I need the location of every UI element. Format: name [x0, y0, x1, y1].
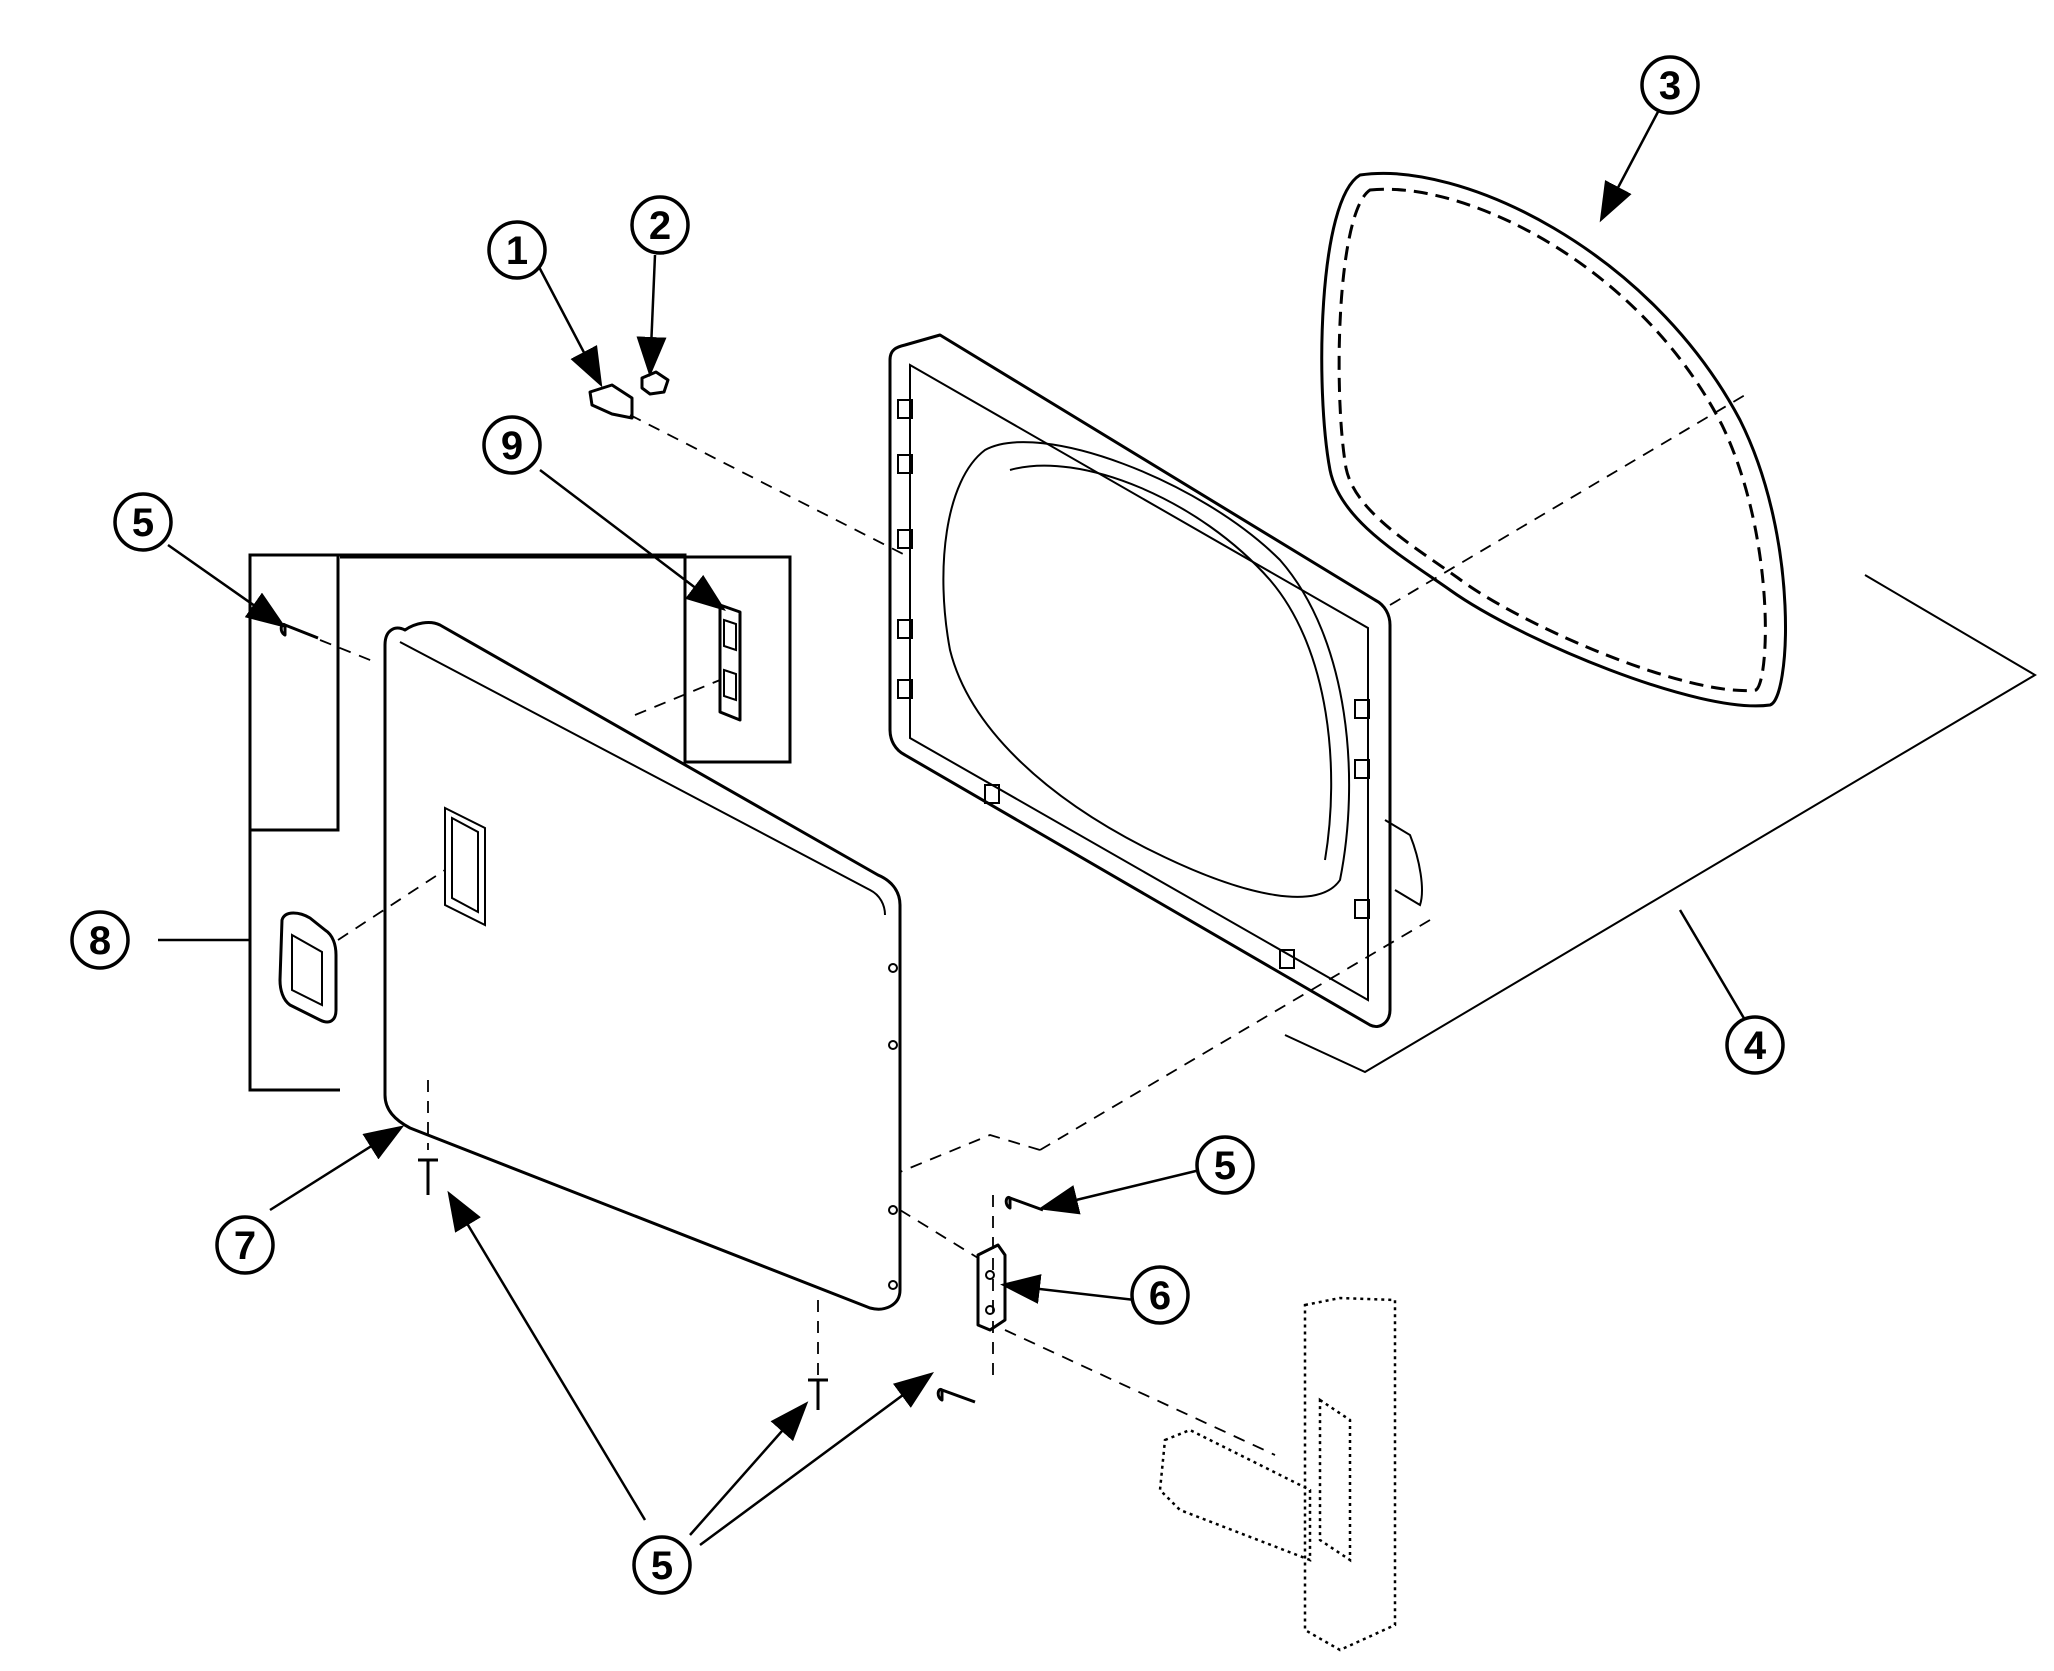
callout-9-label: 9: [501, 424, 523, 468]
callout-5b: 5: [1195, 1135, 1255, 1195]
callout-1-label: 1: [506, 229, 528, 273]
latch-strike-detail: [723, 618, 737, 702]
leader-lines: [158, 107, 1747, 1547]
outer-door-handle-recess: [444, 806, 486, 927]
door-frame-tabs: [897, 399, 1370, 969]
callout-2-label: 2: [649, 204, 671, 248]
latch-inset: [250, 553, 792, 832]
front-panel-outline: [1284, 574, 2037, 1074]
door-frame-inner-lip: [909, 363, 1369, 1002]
callout-8-label: 8: [89, 919, 111, 963]
cabinet-corner-brace: [1318, 1397, 1352, 1563]
door-frame-part: [888, 333, 1423, 1028]
door-seal-part: [1320, 171, 1787, 708]
strike-clip-part: [640, 370, 670, 396]
door-strike-parts: [588, 370, 670, 420]
callout-7-label: 7: [234, 1224, 256, 1268]
screw-hinge-top: [1004, 1195, 1044, 1212]
callout-5a: 5: [113, 492, 173, 552]
door-seal-outer: [1320, 171, 1787, 708]
callout-7: 7: [215, 1215, 275, 1275]
screw-top-left: [279, 622, 319, 640]
outer-door-part: [383, 621, 902, 1311]
door-window-bowl: [942, 441, 1351, 898]
callout-4-label: 4: [1744, 1024, 1767, 1068]
callout-9: 9: [482, 415, 542, 475]
hinge-part: [976, 1243, 1007, 1332]
door-handle-inner: [291, 933, 323, 1007]
outer-door-panel: [383, 621, 902, 1311]
door-handle-part: [278, 911, 338, 1024]
callout-1: 1: [487, 220, 547, 280]
door-seal-inner: [1337, 187, 1767, 693]
outer-door-handle-recess-inner: [451, 816, 479, 914]
cabinet-corner-base: [1158, 1428, 1312, 1562]
alignment-lines: [319, 394, 1746, 1456]
screw-hinge-bottom: [936, 1387, 976, 1404]
cabinet-reference: [1158, 1296, 1397, 1652]
door-frame-outline: [888, 333, 1392, 1028]
callout-2: 2: [630, 195, 690, 255]
callout-6: 6: [1130, 1265, 1190, 1325]
cabinet-upright: [1303, 1296, 1397, 1652]
door-window-inner: [1009, 464, 1333, 861]
callout-5b-label: 5: [1214, 1144, 1236, 1188]
door-frame-bracket: [1384, 819, 1423, 907]
latch-inset-frame: [250, 553, 340, 832]
callout-6-label: 6: [1149, 1274, 1171, 1318]
callout-3: 3: [1640, 55, 1700, 115]
callout-4: 4: [1725, 1015, 1785, 1075]
front-panel-part: [1284, 574, 2037, 1074]
hinge-leaf: [976, 1243, 1007, 1332]
outer-door-top-edge: [399, 641, 886, 916]
screw-bottom-left: [418, 1158, 438, 1195]
door-handle-inset: [248, 553, 340, 1092]
strike-plate-part: [588, 383, 634, 420]
callout-5c: 5: [632, 1535, 692, 1595]
callout-5a-label: 5: [132, 501, 154, 545]
callout-3-label: 3: [1659, 64, 1681, 108]
screw-bottom-middle: [808, 1378, 828, 1410]
callout-8: 8: [70, 910, 130, 970]
latch-inset-frame-upper: [336, 553, 792, 830]
callout-5c-label: 5: [651, 1544, 673, 1588]
